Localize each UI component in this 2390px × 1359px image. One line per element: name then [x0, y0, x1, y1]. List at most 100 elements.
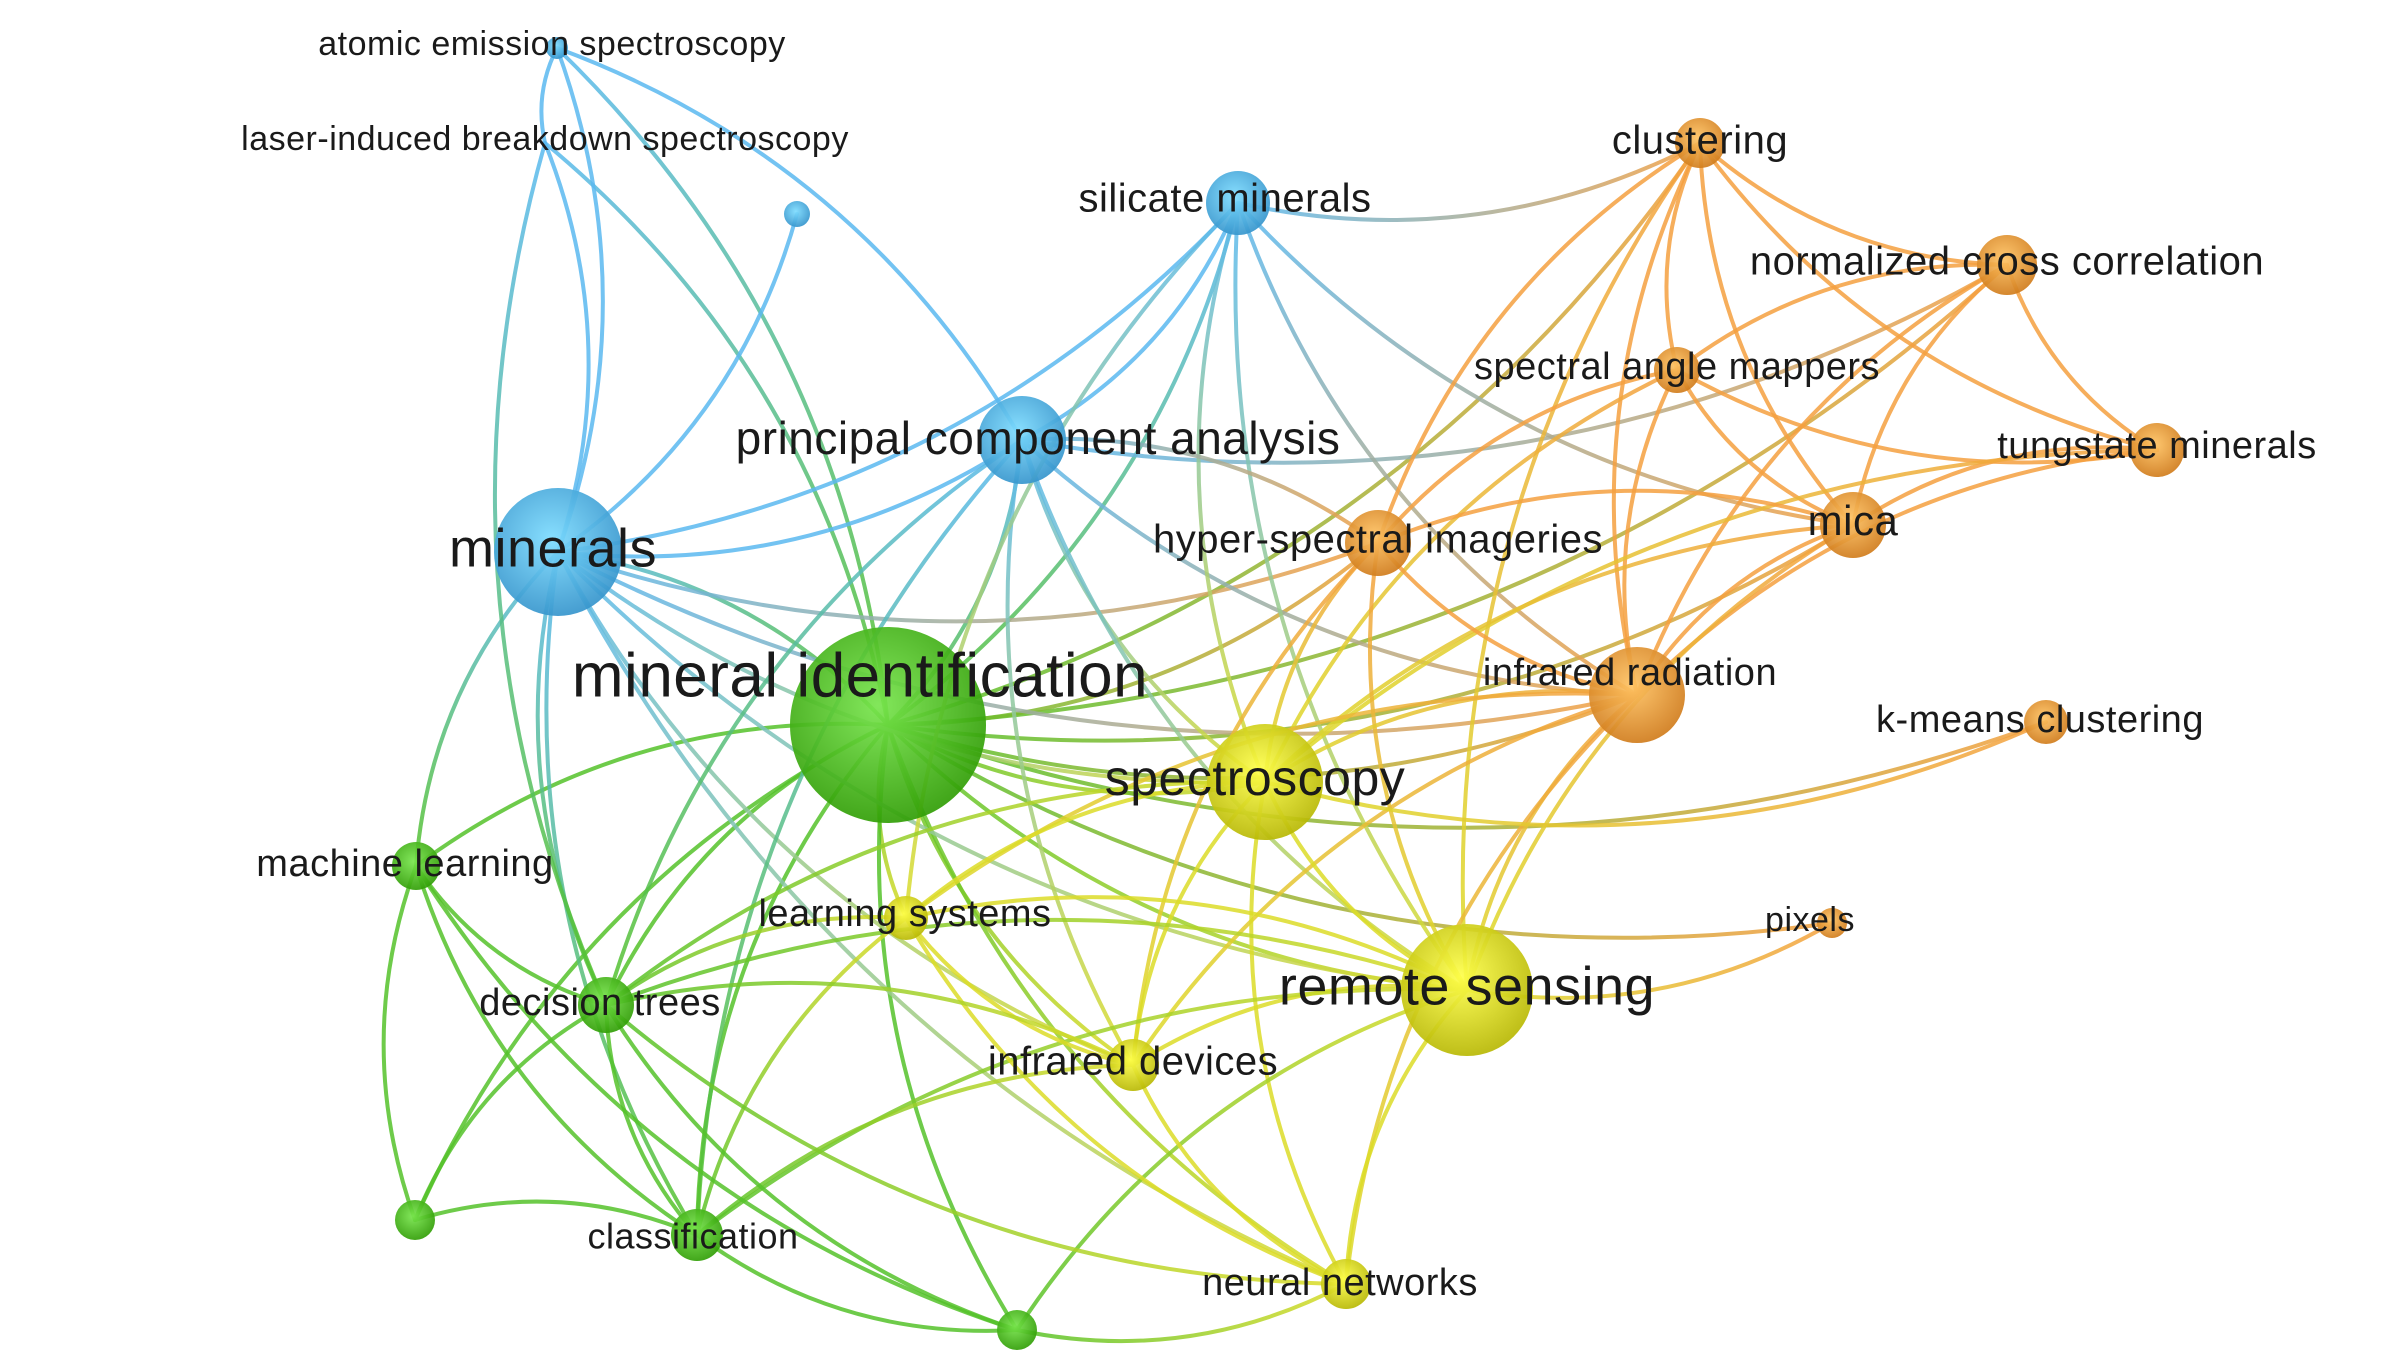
- edge-clustering-mica: [1698, 141, 1855, 527]
- label-silicate-minerals: silicate minerals: [1078, 177, 1371, 221]
- edge-principal-component-analysis-decision-trees: [604, 438, 1024, 1007]
- edge-principal-component-analysis-atomic-emission-spectroscopy: [555, 46, 1024, 442]
- node-infrared-radiation[interactable]: [1589, 647, 1685, 743]
- label-machine-learning: machine learning: [256, 843, 553, 885]
- label-spectroscopy: spectroscopy: [1105, 750, 1406, 806]
- label-k-means-clustering: k-means clustering: [1876, 699, 2204, 741]
- edge-clustering-hyper-spectral-imageries: [1376, 141, 1702, 545]
- edge-infrared-devices-decision-trees: [604, 980, 1135, 1067]
- label-decision-trees: decision trees: [479, 982, 720, 1024]
- node-atomic-emission-spectroscopy[interactable]: [546, 37, 568, 59]
- edge-normalized-cross-correlation-tungstate-minerals: [2005, 263, 2159, 452]
- node-neural-networks[interactable]: [1321, 1259, 1371, 1309]
- edge-learning-systems-classification: [695, 916, 908, 1237]
- node-unlabeled-green-b[interactable]: [997, 1310, 1037, 1350]
- edge-minerals-atomic-emission-spectroscopy: [555, 46, 605, 554]
- edge-infrared-devices-neural-networks: [1131, 1063, 1348, 1286]
- edge-principal-component-analysis-remote-sensing: [1020, 438, 1469, 992]
- edge-silicate-minerals-remote-sensing: [1233, 201, 1469, 992]
- node-hyper-spectral-imageries[interactable]: [1345, 510, 1411, 576]
- edge-infrared-radiation-infrared-devices: [1131, 693, 1639, 1067]
- label-tungstate-minerals: tungstate minerals: [1997, 425, 2317, 467]
- edge-mineral-identification-clustering: [886, 141, 1702, 727]
- edge-decision-trees-unlabeled-green-a: [413, 1003, 608, 1222]
- edge-normalized-cross-correlation-spectral-angle-mappers: [1675, 262, 2009, 372]
- edge-clustering-normalized-cross-correlation: [1698, 141, 2009, 267]
- node-infrared-devices[interactable]: [1107, 1039, 1159, 1091]
- node-principal-component-analysis[interactable]: [978, 396, 1066, 484]
- node-spectroscopy[interactable]: [1207, 724, 1323, 840]
- node-mica[interactable]: [1820, 492, 1886, 558]
- edge-minerals-silicate-minerals: [556, 201, 1240, 554]
- node-tungstate-minerals[interactable]: [2130, 423, 2184, 477]
- label-layer: mineral identification minerals principal …: [241, 25, 2317, 1304]
- node-silicate-minerals[interactable]: [1206, 171, 1270, 235]
- edge-normalized-cross-correlation-infrared-radiation: [1635, 263, 2009, 697]
- node-mineral-identification[interactable]: [790, 627, 986, 823]
- node-learning-systems[interactable]: [884, 896, 928, 940]
- node-machine-learning[interactable]: [392, 842, 440, 890]
- edge-mineral-identification-pixels: [886, 723, 1834, 940]
- edge-silicate-minerals-spectroscopy: [1196, 201, 1267, 784]
- edge-infrared-devices-classification: [695, 1063, 1135, 1237]
- edge-silicate-minerals-clustering: [1236, 141, 1702, 222]
- edge-mineral-identification-unlabeled-green-a: [413, 723, 890, 1222]
- edge-laser-induced-breakdown-spectroscopy-decision-trees: [492, 141, 608, 1007]
- edge-decision-trees-unlabeled-green-b: [604, 1003, 1019, 1332]
- label-atomic-emission-spectroscopy: atomic emission spectroscopy: [318, 25, 786, 63]
- edge-silicate-minerals-mica: [1236, 201, 1855, 527]
- label-minerals: minerals: [449, 518, 657, 578]
- node-normalized-cross-correlation[interactable]: [1977, 235, 2037, 295]
- edge-spectroscopy-decision-trees: [604, 779, 1267, 1007]
- node-unlabeled-blue[interactable]: [784, 201, 810, 227]
- edge-tungstate-minerals-spectroscopy: [1263, 448, 2159, 784]
- edge-remote-sensing-unlabeled-green-b: [1015, 988, 1469, 1332]
- node-decision-trees[interactable]: [578, 977, 634, 1033]
- edge-classification-unlabeled-green-a: [413, 1199, 699, 1237]
- label-remote-sensing: remote sensing: [1279, 956, 1655, 1016]
- edge-spectroscopy-neural-networks: [1249, 780, 1348, 1286]
- node-remote-sensing[interactable]: [1401, 924, 1533, 1056]
- label-clustering: clustering: [1612, 119, 1788, 163]
- edge-principal-component-analysis-classification: [695, 438, 1024, 1237]
- node-minerals[interactable]: [494, 488, 622, 616]
- label-infrared-devices: infrared devices: [988, 1040, 1278, 1084]
- label-learning-systems: learning systems: [758, 893, 1051, 935]
- node-spectral-angle-mappers[interactable]: [1654, 347, 1700, 393]
- edge-decision-trees-classification: [604, 1003, 699, 1237]
- node-classification[interactable]: [671, 1209, 723, 1261]
- node-clustering[interactable]: [1675, 118, 1725, 168]
- label-laser-induced-breakdown-spectroscopy: laser-induced breakdown spectroscopy: [241, 120, 849, 158]
- node-layer: [392, 37, 2184, 1350]
- edge-minerals-remote-sensing: [556, 550, 1469, 992]
- edge-principal-component-analysis-silicate-minerals: [1020, 201, 1240, 442]
- label-neural-networks: neural networks: [1202, 1262, 1478, 1304]
- label-classification: classification: [587, 1216, 798, 1257]
- edge-silicate-minerals-infrared-radiation: [1236, 201, 1639, 697]
- edge-machine-learning-classification: [414, 864, 699, 1237]
- edge-mineral-identification-k-means-clustering: [886, 720, 2048, 830]
- edge-normalized-cross-correlation-mica: [1851, 263, 2009, 527]
- label-principal-component-analysis: principal component analysis: [736, 412, 1341, 464]
- label-mineral-identification: mineral identification: [572, 641, 1148, 710]
- edge-clustering-remote-sensing: [1460, 141, 1702, 992]
- label-infrared-radiation: infrared radiation: [1483, 652, 1777, 694]
- edge-machine-learning-unlabeled-green-b: [414, 864, 1019, 1332]
- edge-spectral-angle-mappers-spectroscopy: [1263, 368, 1679, 784]
- node-pixels[interactable]: [1817, 908, 1847, 938]
- label-pixels: pixels: [1765, 901, 1855, 939]
- edge-remote-sensing-classification: [695, 987, 1469, 1237]
- edge-clustering-infrared-radiation: [1611, 141, 1702, 697]
- edge-learning-systems-neural-networks: [904, 916, 1348, 1286]
- label-spectral-angle-mappers: spectral angle mappers: [1474, 346, 1880, 388]
- edge-mineral-identification-normalized-cross-correlation: [886, 263, 2009, 727]
- edge-learning-systems-decision-trees: [604, 914, 908, 1007]
- edge-remote-sensing-learning-systems: [904, 895, 1469, 992]
- node-unlabeled-green-a[interactable]: [395, 1200, 435, 1240]
- edge-principal-component-analysis-normalized-cross-correlation: [1020, 263, 2009, 465]
- edge-learning-systems-infrared-devices: [904, 916, 1135, 1067]
- edge-unlabeled-green-b-neural-networks: [1015, 1282, 1348, 1344]
- node-k-means-clustering[interactable]: [2024, 700, 2068, 744]
- edge-machine-learning-unlabeled-green-a: [381, 864, 418, 1222]
- label-hyper-spectral-imageries: hyper-spectral imageries: [1153, 518, 1603, 562]
